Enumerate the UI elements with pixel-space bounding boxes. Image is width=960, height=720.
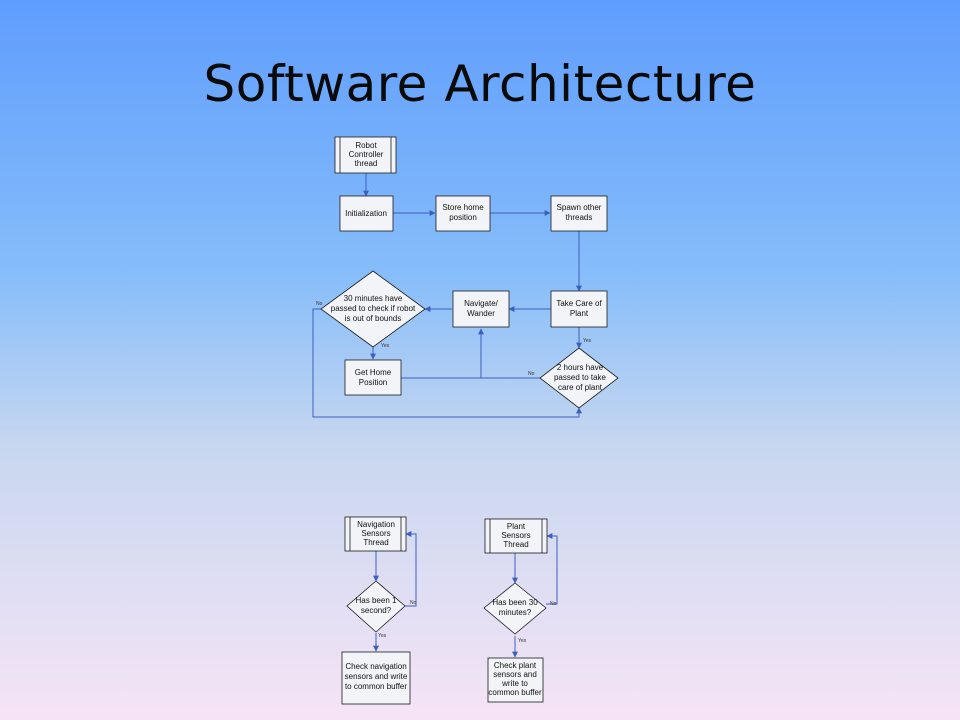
check-plant-label-3: write to — [501, 679, 528, 688]
check-plant-label-4: common buffer — [488, 688, 542, 697]
nav-thread-label-2: Sensors — [361, 529, 390, 538]
process-spawn-threads: Spawn other threads — [550, 195, 608, 232]
robot-controller-label-3: thread — [355, 159, 378, 168]
edge-bounds-no-loop — [312, 308, 582, 418]
decision-check-bounds: 30 minutes have passed to check if robot… — [320, 270, 426, 348]
thirty-min-label-2: minutes? — [499, 608, 532, 617]
check-nav-label-3: to common buffer — [345, 682, 407, 691]
check-nav-label-1: Check navigation — [345, 662, 406, 671]
edge-onesecond-no-loop — [405, 531, 417, 607]
one-second-label-2: second? — [361, 606, 392, 615]
one-second-label-1: Has been 1 — [356, 596, 397, 605]
spawn-threads-label-2: threads — [566, 213, 593, 222]
two-hours-label-2: passed to take — [554, 373, 607, 382]
get-home-label-1: Get Home — [355, 368, 392, 377]
thirty-min-label-1: Has been 30 — [492, 598, 538, 607]
decision-two-hours: 2 hours have passed to take care of plan… — [539, 347, 619, 409]
store-home-label-1: Store home — [442, 203, 484, 212]
plant-thread-label-1: Plant — [507, 522, 526, 531]
edge-label-thirtymin-no: No — [550, 601, 557, 607]
decision-thirty-min: Has been 30 minutes? — [483, 582, 547, 635]
edges-nav — [373, 531, 417, 652]
two-hours-label-1: 2 hours have — [557, 363, 604, 372]
take-care-label-1: Take Care of — [556, 299, 602, 308]
store-home-label-2: position — [449, 213, 477, 222]
edge-label-twohours-yes: Yes — [583, 338, 592, 344]
process-robot-controller: Robot Controller thread — [334, 136, 397, 174]
process-nav-thread: Navigation Sensors Thread — [344, 516, 407, 552]
edge-label-twohours-no: No — [528, 371, 535, 377]
process-navigate: Navigate/ Wander — [452, 290, 510, 328]
decision-one-second: Has been 1 second? — [346, 580, 406, 633]
process-get-home: Get Home Position — [344, 359, 402, 396]
process-check-plant: Check plant sensors and write to common … — [487, 657, 544, 703]
slide-title: Software Architecture — [203, 55, 757, 113]
edge-thirtymin-no-loop — [546, 533, 558, 605]
edge-label-bounds-yes: Yes — [381, 343, 390, 349]
robot-controller-label-2: Controller — [349, 150, 384, 159]
check-nav-label-2: sensors and write — [345, 672, 408, 681]
process-store-home: Store home position — [435, 195, 491, 232]
spawn-threads-label-1: Spawn other — [557, 203, 602, 212]
check-bounds-label-2: passed to check if robot — [331, 304, 416, 313]
plant-thread-label-3: Thread — [503, 540, 528, 549]
get-home-label-2: Position — [359, 378, 387, 387]
process-initialization: Initialization — [339, 195, 394, 232]
two-hours-label-3: care of plant — [558, 383, 603, 392]
check-plant-label-2: sensors and — [493, 670, 537, 679]
check-bounds-label-3: is out of bounds — [345, 314, 401, 323]
edge-label-thirtymin-yes: Yes — [518, 638, 527, 644]
initialization-label: Initialization — [345, 209, 387, 218]
robot-controller-label-1: Robot — [355, 141, 377, 150]
edge-label-onesecond-no: No — [410, 600, 417, 606]
edges-main — [312, 173, 582, 418]
navigate-label-2: Wander — [467, 309, 495, 318]
nav-thread-label-1: Navigation — [357, 520, 395, 529]
nav-thread-label-3: Thread — [363, 538, 388, 547]
plant-thread-label-2: Sensors — [501, 531, 530, 540]
edges-plant — [512, 533, 558, 658]
process-check-nav: Check navigation sensors and write to co… — [341, 651, 411, 705]
check-bounds-label-1: 30 minutes have — [344, 294, 403, 303]
take-care-label-2: Plant — [570, 309, 589, 318]
check-plant-label-1: Check plant — [494, 661, 537, 670]
process-take-care: Take Care of Plant — [550, 290, 608, 328]
edge-label-onesecond-yes: Yes — [378, 633, 387, 639]
process-plant-thread: Plant Sensors Thread — [484, 518, 548, 554]
edge-label-bounds-no: No — [316, 301, 323, 307]
navigate-label-1: Navigate/ — [464, 299, 499, 308]
